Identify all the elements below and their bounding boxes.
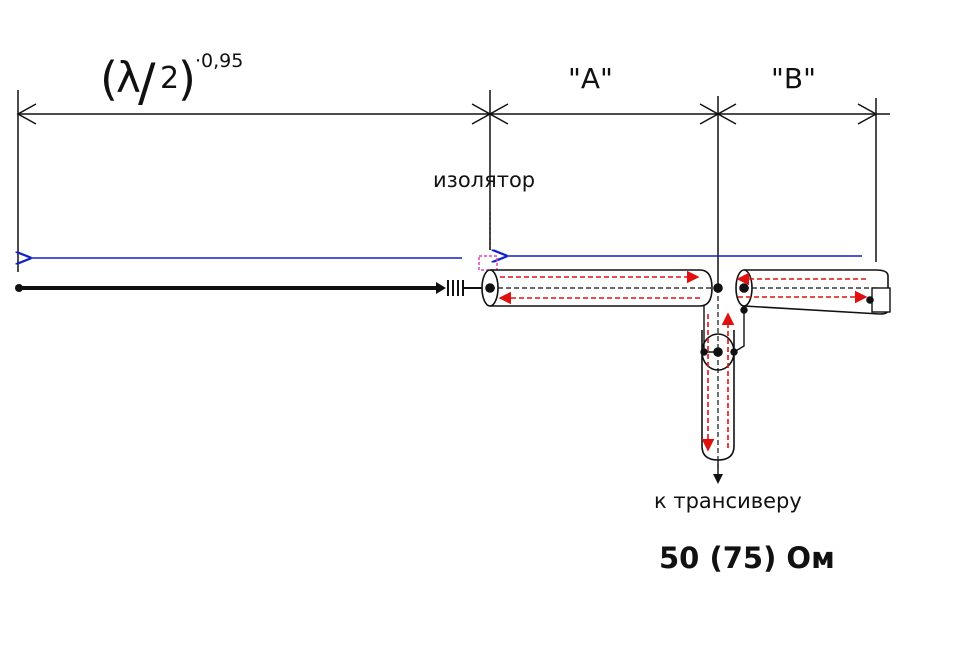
- insulator: [478, 212, 498, 271]
- lambda-label: ( λ / 2 ) ·0,95: [100, 50, 243, 113]
- junction-wiring: [700, 306, 748, 356]
- radiator-wire: [15, 280, 490, 296]
- lambda-close-paren: ): [178, 52, 196, 106]
- coax-section-b: [735, 269, 891, 315]
- section-b-label: "B": [771, 62, 816, 95]
- coax-section-a: [481, 269, 718, 307]
- lambda-factor: ·0,95: [195, 50, 243, 72]
- lambda-open-paren: (: [100, 52, 118, 106]
- insulator-label: изолятор: [433, 168, 535, 192]
- current-arrows: [498, 270, 868, 452]
- coax-feed-section: [701, 283, 735, 484]
- wave-arrows: [30, 256, 862, 258]
- lambda-symbol: λ: [116, 53, 141, 102]
- to-transceiver-label: к трансиверу: [654, 489, 802, 513]
- lambda-denominator: 2: [160, 61, 179, 96]
- lambda-slash: /: [138, 53, 156, 113]
- impedance-label: 50 (75) Ом: [659, 541, 835, 575]
- section-a-label: "A": [568, 62, 613, 95]
